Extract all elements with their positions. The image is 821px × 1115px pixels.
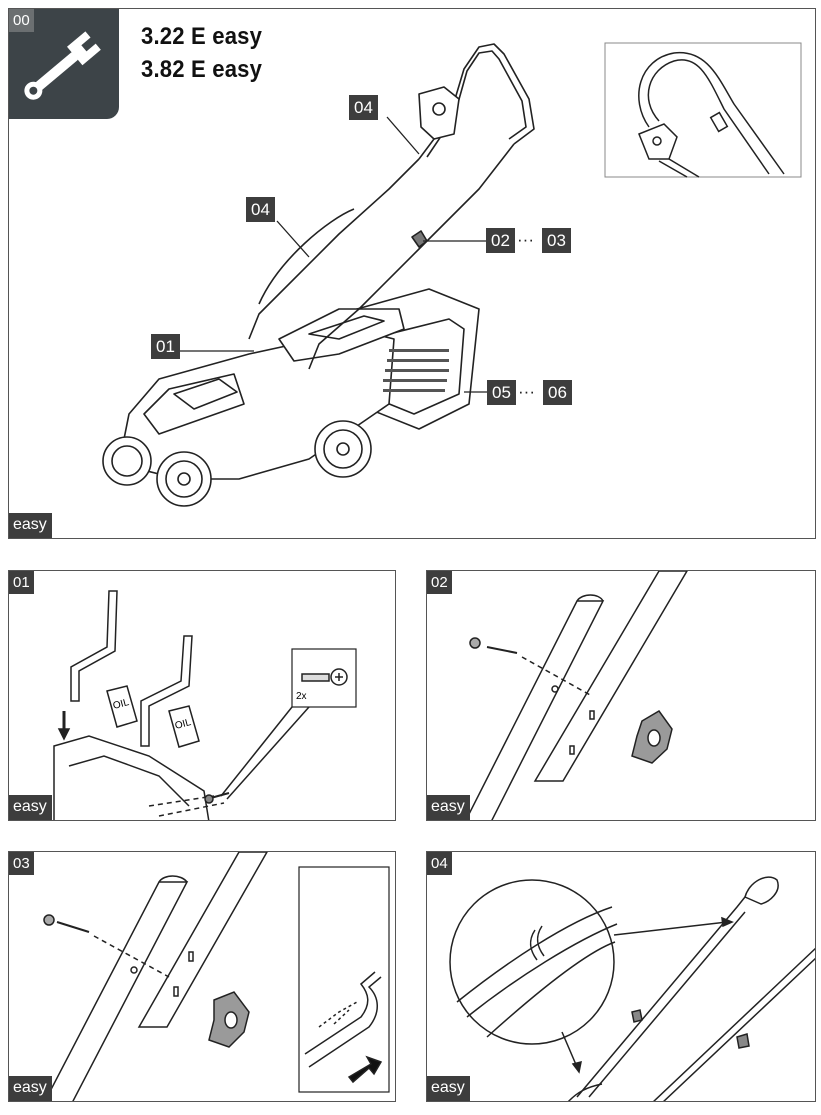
- model-name-1: 3.22 E easy: [141, 23, 263, 50]
- panel-number: 00: [9, 9, 34, 32]
- callout-handle-upper: 04: [349, 95, 378, 120]
- step-03-panel: 03 easy: [8, 851, 396, 1102]
- easy-label: easy: [427, 1076, 470, 1101]
- overview-panel: 00 3.22 E easy 3.82 E easy: [8, 8, 816, 539]
- step-04-panel: 04 easy: [426, 851, 816, 1102]
- callout-lower-bar: 01: [151, 334, 180, 359]
- callout-separator-knob: ···: [517, 230, 534, 249]
- step-03-drawing: [43, 852, 390, 1101]
- step-02-panel: 02 easy: [426, 570, 816, 821]
- callout-box-a: 05: [487, 380, 516, 405]
- wrench-icon: [24, 31, 101, 100]
- mower-drawing: [102, 42, 802, 507]
- step-01-panel: 01: [8, 570, 396, 821]
- model-name-2: 3.82 E easy: [141, 56, 263, 83]
- easy-label: easy: [9, 1076, 52, 1101]
- panel-number: 02: [427, 571, 452, 594]
- callout-handle-lower: 04: [246, 197, 275, 222]
- callout-separator-box: ···: [518, 382, 535, 401]
- panel-number: 03: [9, 852, 34, 875]
- easy-label: easy: [9, 795, 52, 820]
- step-04-drawing: [449, 876, 815, 1101]
- callout-box-b: 06: [543, 380, 572, 405]
- step-01-drawing: [53, 590, 357, 820]
- callout-knob-a: 02: [486, 228, 515, 253]
- easy-label: easy: [9, 513, 52, 538]
- callout-knob-b: 03: [542, 228, 571, 253]
- screw-count: 2x: [296, 691, 307, 702]
- step-02-drawing: [465, 571, 688, 820]
- tool-badge: 00: [9, 9, 119, 119]
- easy-label: easy: [427, 795, 470, 820]
- panel-number: 04: [427, 852, 452, 875]
- panel-number: 01: [9, 571, 34, 594]
